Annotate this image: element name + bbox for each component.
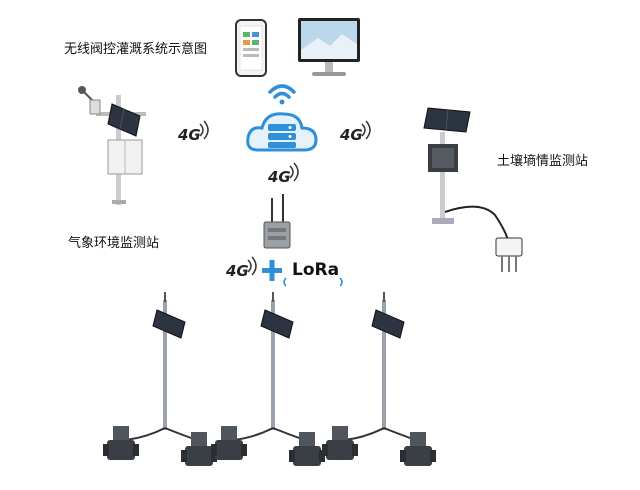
- plus-icon: [262, 260, 282, 281]
- valve-icon: [103, 426, 139, 460]
- wifi-icon: [268, 84, 296, 105]
- 4g-tag-right: 4G: [340, 126, 363, 144]
- valve-icon: [322, 426, 358, 460]
- monitor-icon: [298, 18, 360, 76]
- valve-unit-2: [211, 292, 325, 466]
- valve-icon: [211, 426, 247, 460]
- 4g-tag-left: 4G: [178, 126, 201, 144]
- solar-panel-icon: [371, 309, 405, 339]
- valve-unit-1: [103, 292, 217, 466]
- weather-station: [78, 86, 146, 205]
- lora-wave-icon: [283, 277, 343, 287]
- solar-panel-icon: [260, 309, 294, 339]
- valve-unit-3: [322, 292, 436, 466]
- soil-station: [423, 107, 523, 272]
- valve-icon: [400, 432, 436, 466]
- gateway-icon: [263, 194, 291, 249]
- 4g-tag-center: 4G: [268, 168, 291, 186]
- diagram-title: 无线阀控灌溉系统示意图: [64, 42, 208, 57]
- soil-station-label: 土壤墒情监测站: [497, 154, 589, 169]
- 4g-tag-bottom: 4G: [226, 262, 249, 280]
- phone-icon: [235, 19, 267, 77]
- signal-arcs: [199, 120, 371, 276]
- cloud-server-icon: [246, 112, 318, 152]
- weather-station-label: 气象环境监测站: [68, 236, 160, 251]
- lora-label: LoRa: [292, 260, 340, 280]
- solar-panel-icon: [107, 103, 141, 137]
- solar-panel-icon: [152, 309, 186, 339]
- solar-panel-icon: [423, 107, 471, 133]
